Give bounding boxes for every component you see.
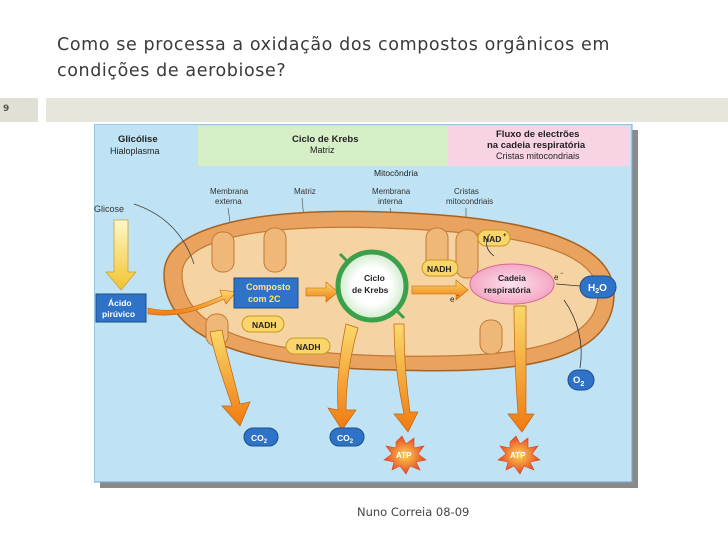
cadeia-respiratoria — [469, 263, 555, 305]
header-cadeia-band — [448, 126, 630, 166]
label-ciclo-1: Ciclo — [364, 273, 385, 283]
nadh-nad-loop — [486, 233, 495, 257]
svg-text:O2: O2 — [573, 375, 584, 388]
atp-burst-2 — [497, 435, 541, 475]
krebs-cycle-arrowheads — [338, 252, 406, 320]
h2o-h: H — [588, 283, 595, 294]
svg-text:−: − — [560, 271, 564, 277]
nadh-badge-1-label: NADH — [252, 320, 277, 330]
label-cadeia-2: respiratória — [484, 285, 531, 295]
header-fluxo-2: na cadeia respiratória — [487, 140, 586, 151]
label-acido-2: pirúvico — [102, 309, 135, 319]
header-fluxo-1: Fluxo de electrões — [496, 129, 579, 140]
header-hialoplasma: Hialoplasma — [110, 146, 160, 156]
electron-label-2: e — [554, 273, 559, 282]
header-cristas: Cristas mitocondriais — [496, 151, 580, 161]
label-ciclo-2: de Krebs — [352, 285, 389, 295]
co2-2-sub: 2 — [350, 439, 354, 445]
label-membrana-externa-1: Membrana — [210, 187, 249, 196]
label-cristas-2: mitocondriais — [446, 197, 493, 206]
label-mitocondria: Mitocôndria — [374, 168, 418, 178]
label-acido-1: Ácido — [108, 298, 132, 308]
label-membrana-interna-2: interna — [378, 197, 403, 206]
electron-label-1: e — [450, 295, 455, 304]
svg-text:−: − — [456, 293, 460, 299]
nadh-badge-1 — [241, 315, 285, 333]
nad-plus-label: NAD — [483, 234, 501, 244]
nadh-badge-3 — [421, 259, 459, 277]
label-glicose: Glicose — [94, 204, 124, 214]
composto-box — [233, 277, 299, 309]
header-krebs-band — [198, 126, 448, 166]
co2-badge-1 — [243, 427, 279, 447]
atp-burst-1 — [383, 435, 427, 475]
svg-text:CO2: CO2 — [251, 433, 268, 445]
diagram-svg: Glicólise Hialoplasma Ciclo de Krebs Mat… — [94, 124, 638, 488]
label-matriz: Matriz — [294, 187, 316, 196]
header-matriz: Matriz — [310, 145, 335, 155]
o2-pointer — [563, 299, 582, 369]
nadh-badge-3-label: NADH — [427, 264, 452, 274]
header-glicolise: Glicólise — [118, 134, 158, 145]
glicose-arrow — [105, 219, 137, 291]
label-membrana-externa-2: externa — [215, 197, 242, 206]
co2-1-sub: 2 — [264, 439, 268, 445]
co2-2-text: CO — [337, 433, 350, 443]
h2o-badge — [579, 275, 617, 299]
arrow-piruvico-composto — [147, 289, 237, 316]
svg-text:H2O: H2O — [588, 283, 607, 295]
slide-title: Como se processa a oxidação dos composto… — [57, 35, 610, 81]
label-cadeia-1: Cadeia — [498, 273, 526, 283]
glicose-pointer — [133, 203, 195, 265]
nadh-badge-2 — [285, 337, 331, 355]
arrow-krebs-cadeia — [411, 279, 469, 301]
slide-number: 9 — [3, 104, 10, 114]
aerobic-respiration-diagram: Glicólise Hialoplasma Ciclo de Krebs Mat… — [94, 124, 638, 488]
label-composto-2: com 2C — [248, 294, 281, 304]
header-ciclo-krebs: Ciclo de Krebs — [292, 134, 359, 145]
slide-number-box: 9 — [0, 98, 38, 122]
arrow-atp-1 — [393, 323, 419, 433]
arrow-co2-1 — [209, 329, 251, 427]
arrow-composto-krebs — [305, 281, 339, 303]
o2-badge — [567, 369, 595, 391]
label-composto-1: Composto — [246, 282, 291, 292]
title-rule — [46, 98, 728, 122]
arrow-co2-2 — [327, 323, 359, 431]
label-cristas-1: Cristas — [454, 187, 479, 196]
nadh-badge-2-label: NADH — [296, 342, 321, 352]
arrow-atp-2 — [507, 305, 535, 433]
atp-label-2: ATP — [510, 451, 526, 460]
atp-label-1: ATP — [396, 451, 412, 460]
h2o-2: 2 — [595, 288, 599, 295]
krebs-cycle-circle — [335, 249, 409, 323]
co2-badge-2 — [329, 427, 365, 447]
acido-piruvico-box — [95, 293, 147, 323]
slide-footer: Nuno Correia 08-09 — [357, 505, 470, 519]
label-membrana-interna-1: Membrana — [372, 187, 411, 196]
arrow-cadeia-h2o — [555, 283, 581, 287]
co2-1-text: CO — [251, 433, 264, 443]
h2o-o: O — [599, 283, 607, 294]
nad-plus-badge — [477, 229, 511, 247]
o2-o: O — [573, 375, 580, 386]
svg-text:CO2: CO2 — [337, 433, 354, 445]
svg-text:+: + — [503, 233, 507, 239]
o2-2: 2 — [580, 381, 584, 388]
